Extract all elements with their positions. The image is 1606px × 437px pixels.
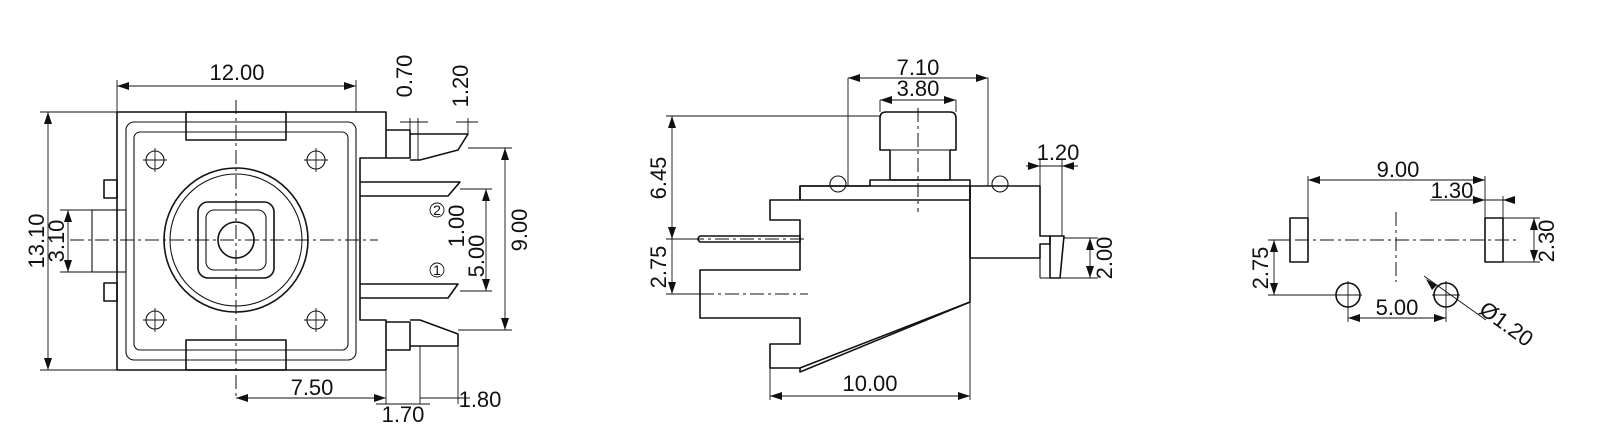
dim-offset-180: 1.80	[459, 387, 502, 412]
dim-pad-width: 1.30	[1431, 178, 1474, 203]
dim-pin-span: 5.00	[464, 235, 489, 278]
dim-cap-width: 3.80	[897, 76, 940, 101]
dim-gap-small: 0.70	[392, 55, 417, 98]
dim-hole-spacing: 5.00	[1376, 295, 1419, 320]
dim-side-pin: 3.10	[44, 220, 69, 263]
right-pins	[360, 129, 469, 351]
dim-tab-height: 2.00	[1092, 237, 1117, 280]
dim-top-width: 7.10	[897, 55, 940, 80]
dim-height-top: 6.45	[646, 157, 671, 200]
dim-terminal-span: 9.00	[507, 209, 532, 252]
dim-hole-offset: 2.75	[1248, 247, 1273, 290]
side-body	[699, 179, 971, 373]
dim-pcb-span: 9.00	[1377, 157, 1420, 182]
dim-gap-top: 1.20	[448, 65, 473, 108]
left-side-block	[91, 209, 127, 273]
left-pin-bottom	[103, 282, 118, 302]
corner-screws	[143, 148, 328, 332]
pin-2-label: 2	[433, 202, 441, 218]
pin-1-marker	[429, 262, 445, 278]
dim-height: 13.10	[24, 213, 49, 268]
dim-pin-pitch: 1.00	[444, 205, 469, 248]
dim-height-bottom: 2.75	[646, 246, 671, 289]
dim-offset-bottom: 7.50	[291, 375, 334, 400]
pin-2-marker	[429, 202, 445, 218]
front-inner-frame	[125, 121, 357, 361]
left-pin-top	[103, 179, 118, 199]
dim-tab-width: 1.20	[1037, 140, 1080, 165]
pcb-layout: 9.00 1.30 2.30 2.75 5.00 Ø1.20	[1248, 157, 1559, 352]
actuator-cap	[879, 111, 957, 181]
dim-pad-height: 2.30	[1534, 220, 1559, 263]
front-body-outline	[116, 111, 387, 371]
pin-1-label: 1	[433, 262, 441, 278]
dim-width: 12.00	[209, 60, 264, 85]
side-shoulder	[799, 185, 971, 201]
dim-offset-170: 1.70	[382, 402, 425, 427]
button-outer-ring	[163, 167, 309, 313]
side-view: 7.10 3.80 6.45 2.75 1.20 2.00 10.00	[646, 55, 1117, 400]
dim-hole-diameter: Ø1.20	[1475, 296, 1538, 351]
front-view: 12.00 13.10 3.10 0.70 1.20 1.00 5.00 9.0…	[24, 55, 532, 427]
side-right-block	[969, 185, 1051, 259]
front-inner-frame-2	[133, 131, 349, 351]
side-left-pin	[697, 235, 801, 243]
side-tab	[1049, 235, 1065, 279]
dim-length: 10.00	[842, 371, 897, 396]
